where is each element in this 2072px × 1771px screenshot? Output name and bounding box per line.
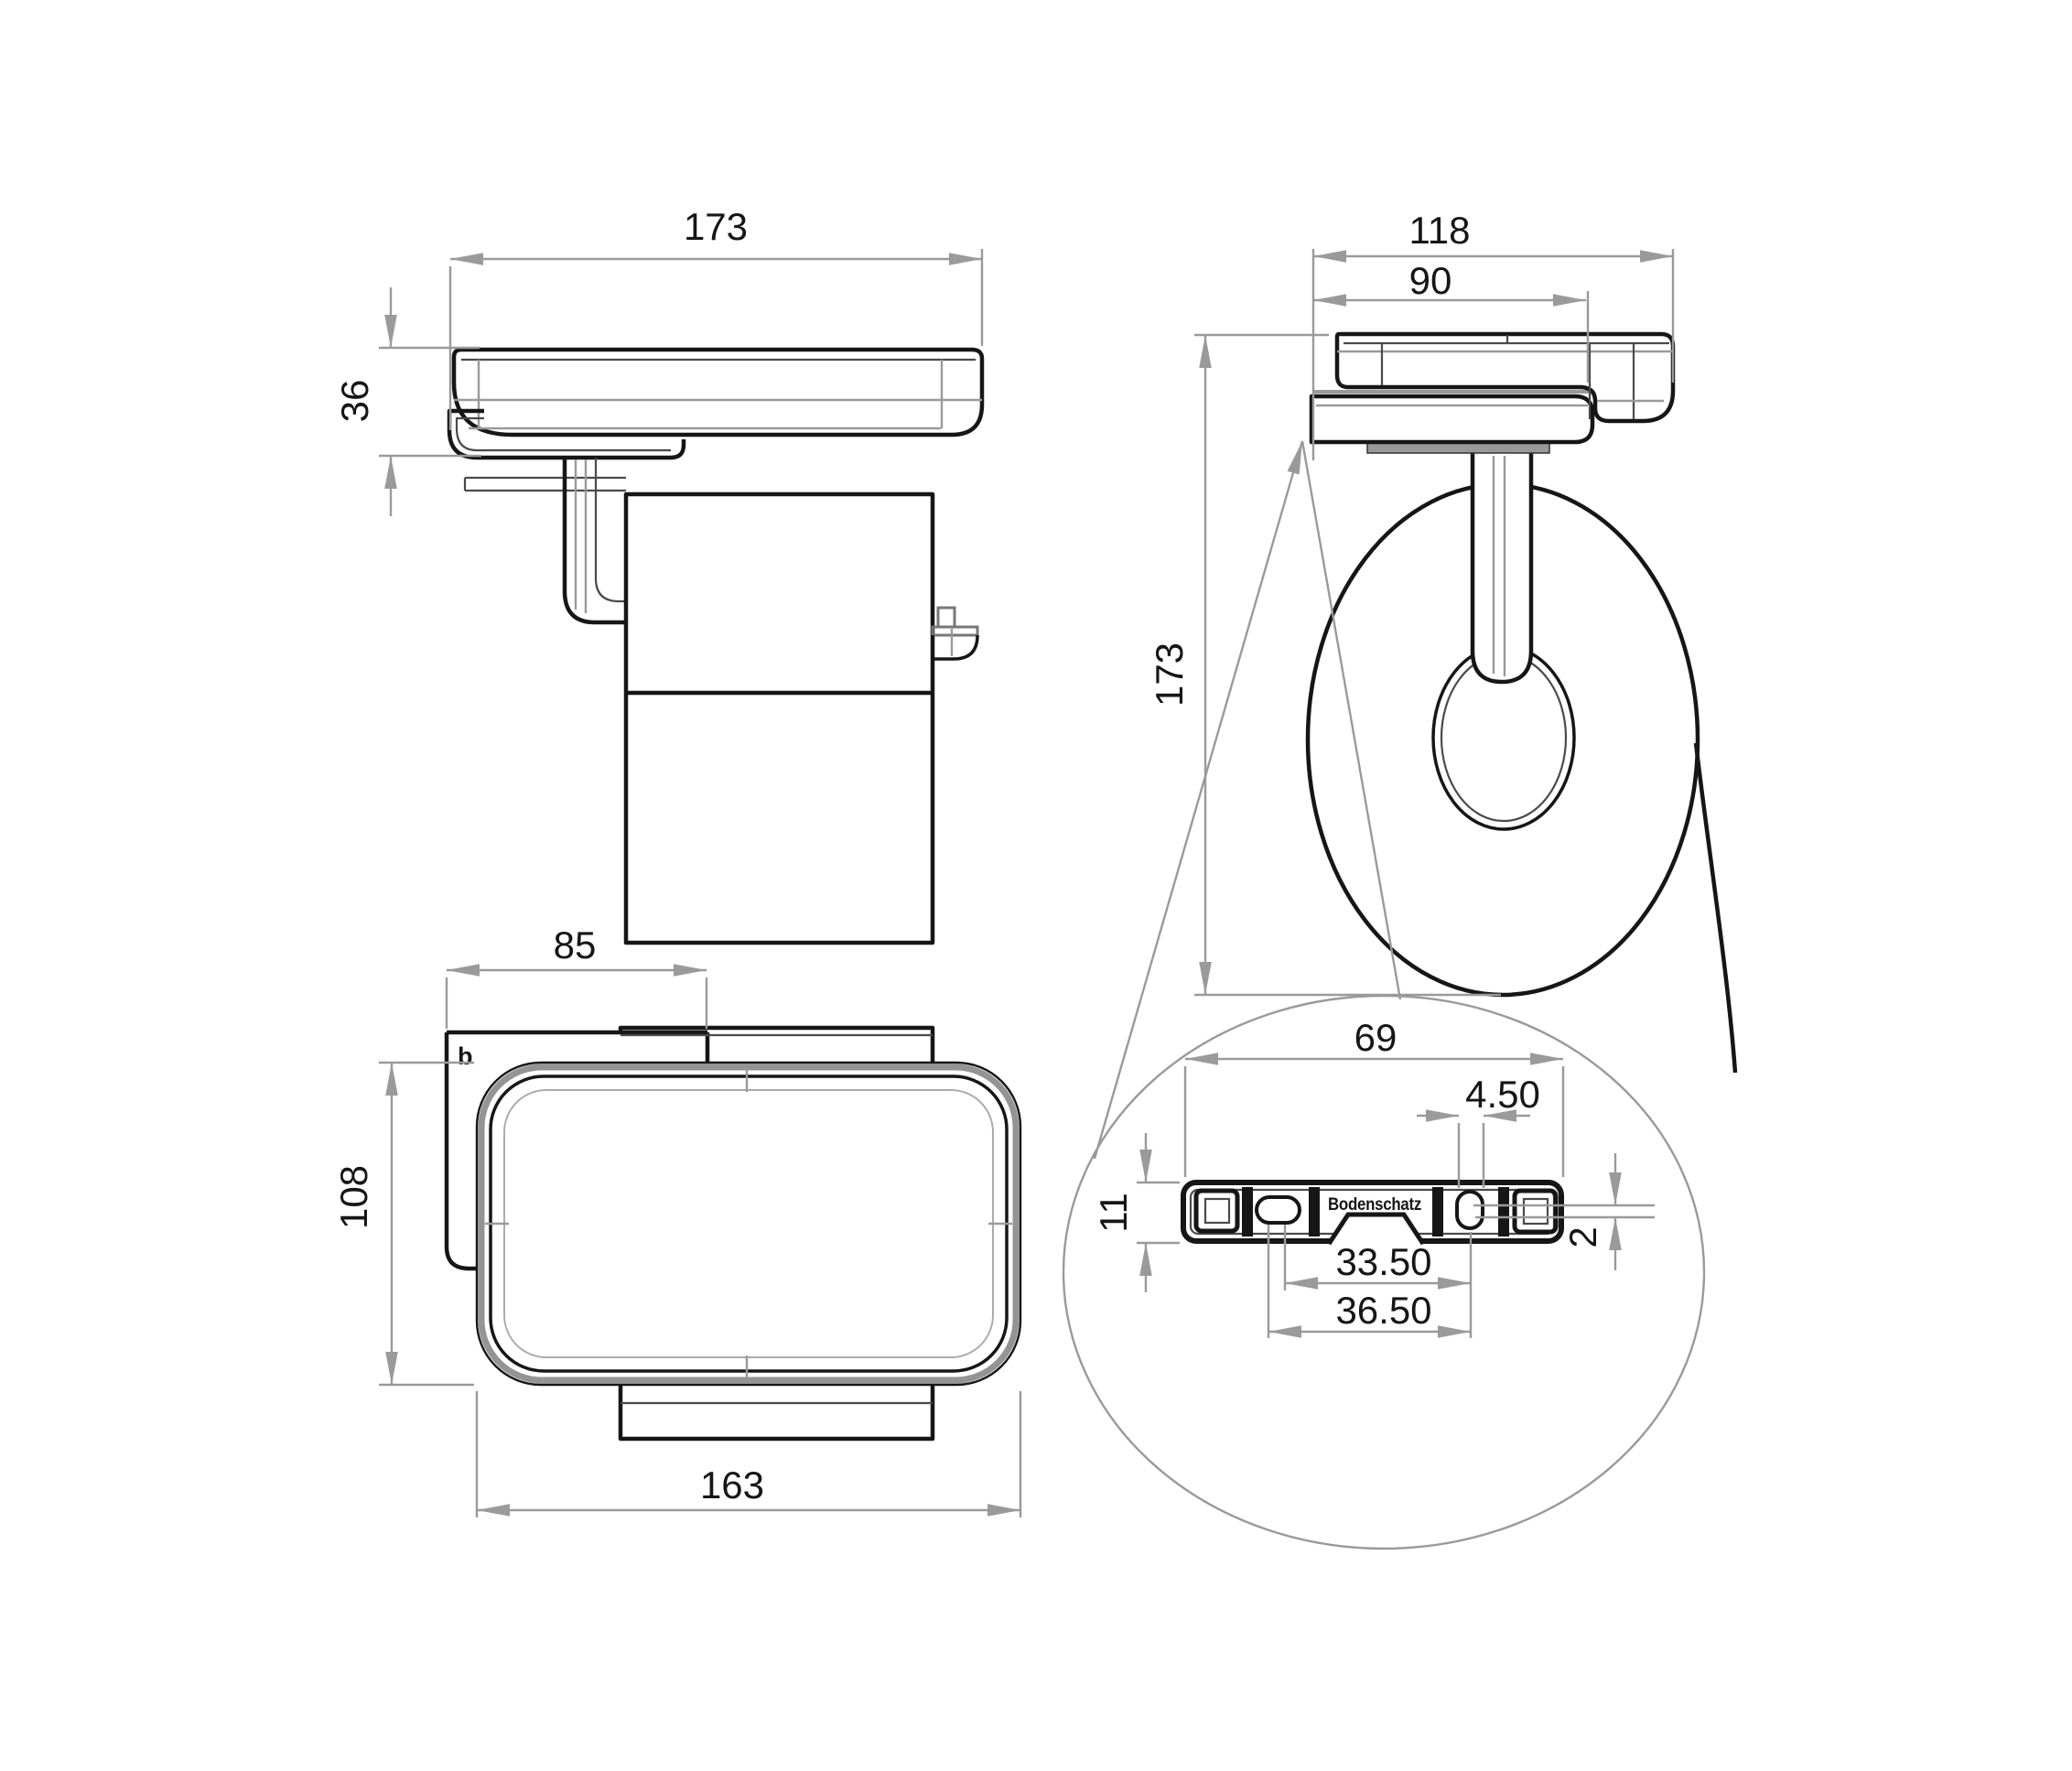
dim-front-width: 118 [1409,209,1471,252]
detail-offset-dimension: 2 [1473,1153,1655,1270]
front-height-dimension: 173 [1148,333,1501,997]
top-view: b 85 108 [332,923,1022,1517]
dim-top-plate-width: 85 [554,923,597,966]
side-width-dimension: 173 [448,205,984,430]
front-view: 118 90 173 [1093,209,1738,1160]
side-spindle [931,606,979,637]
dim-detail-pitch-outer: 36.50 [1335,1289,1431,1332]
dim-top-depth: 108 [332,1165,375,1229]
dim-side-width: 173 [684,205,748,248]
dim-side-shelf-height: 36 [333,380,376,423]
detail-mounting-bracket: Bodenschatz [1181,1180,1564,1247]
front-width-dimension: 118 [1311,209,1675,460]
dim-front-height: 173 [1148,643,1191,707]
front-post [1470,452,1534,685]
top-wall-plate [444,1030,710,1271]
detail-slot-dimension: 4.50 [1417,1073,1540,1188]
dim-detail-width: 69 [1354,1016,1398,1059]
side-view: 173 36 [333,205,985,945]
top-depth-dimension: 108 [332,1061,474,1387]
brand-logo-mark: b [458,1042,473,1070]
side-fascia-bar [463,476,626,492]
detail-left-slot [1255,1195,1301,1225]
side-height-dimension: 36 [333,287,481,516]
top-plate-dimension: 85 [445,923,708,1029]
dim-detail-slot-width: 4.50 [1465,1073,1540,1116]
top-spindle-housing [618,1385,935,1442]
top-shelf-ring [475,1061,1022,1387]
side-lip-bracket [447,408,686,460]
detail-right-slot [1455,1190,1484,1230]
detail-pitch-inner-dimension: 33.50 [1283,1225,1473,1338]
dim-detail-height: 11 [1092,1193,1135,1233]
brand-label: Bodenschatz [1328,1195,1421,1215]
top-width-dimension: 163 [475,1391,1022,1517]
front-wall-bar [1309,394,1595,445]
detail-leader [1093,439,1402,1160]
dim-detail-offset: 2 [1561,1226,1604,1247]
detail-height-dimension: 11 [1092,1133,1180,1292]
detail-bubble [1062,994,1706,1550]
side-shelf-outline [451,347,985,437]
detail-pitch-outer-dimension: 36.50 [1267,1225,1471,1338]
dim-detail-pitch-inner: 33.50 [1335,1240,1431,1283]
top-cover-strip [618,1025,935,1062]
detail-view: Bodenschatz 69 4.50 [1062,994,1706,1550]
side-post [562,458,626,625]
front-plate-dimension: 90 [1313,259,1590,383]
side-roll-cover [623,491,935,945]
dim-top-width: 163 [700,1463,764,1506]
front-paper-tail [1693,742,1738,1074]
dim-front-plate-width: 90 [1409,259,1452,302]
detail-width-dimension: 69 [1183,1016,1565,1177]
